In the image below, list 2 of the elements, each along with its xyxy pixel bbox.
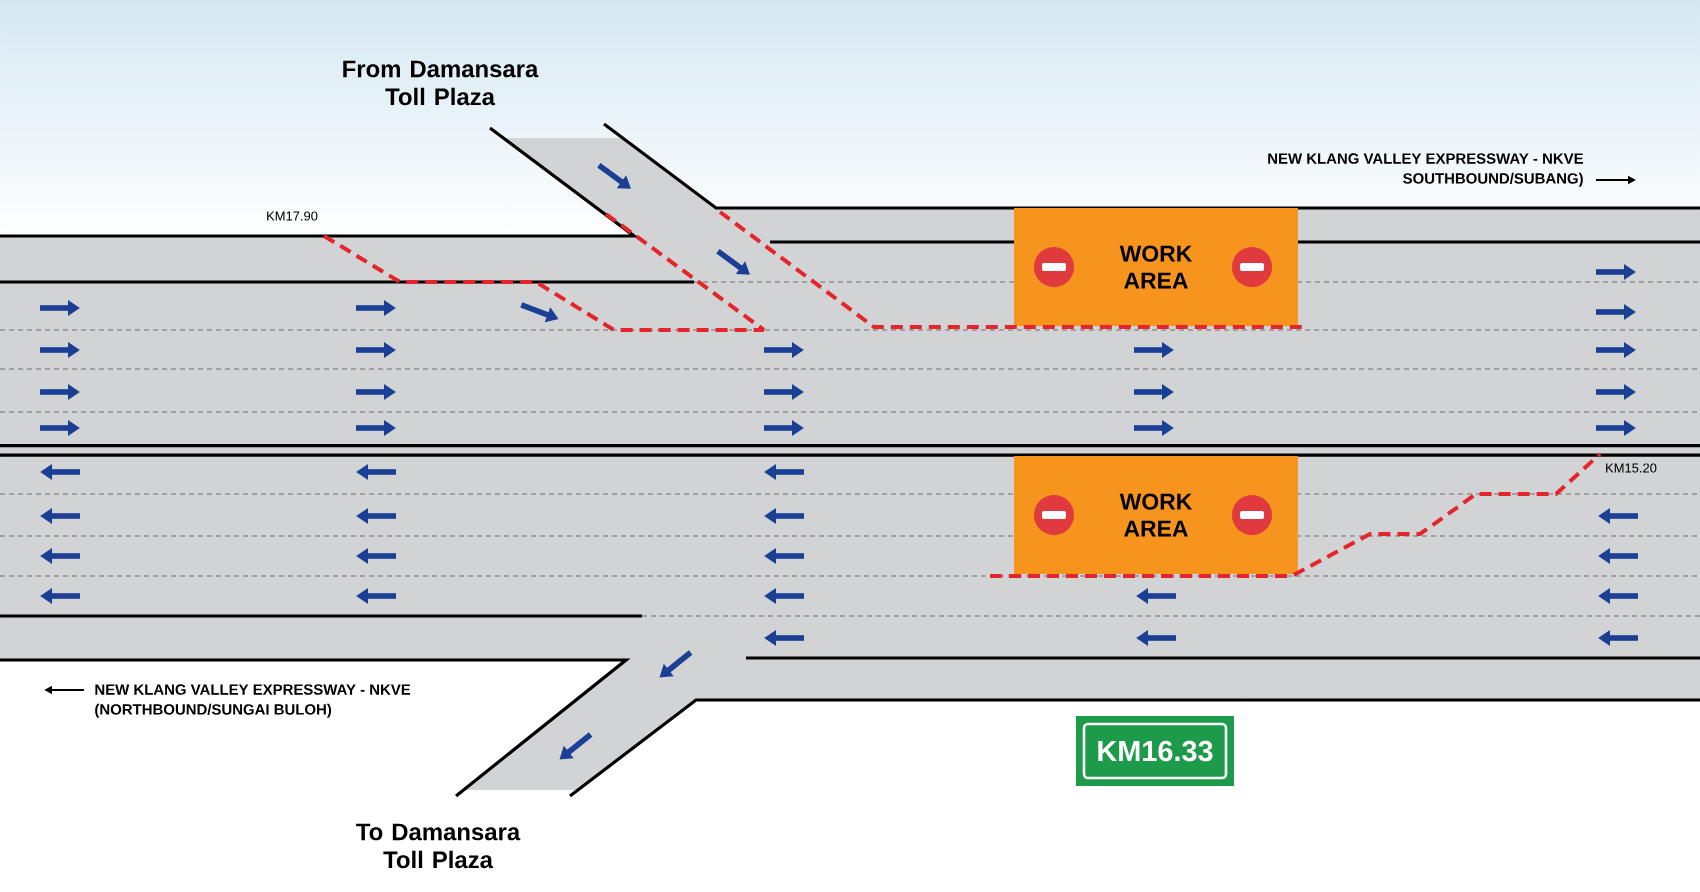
place-label: From Damansara Toll Plaza <box>343 60 539 106</box>
place-label: To Damansara Toll Plaza <box>356 823 521 869</box>
